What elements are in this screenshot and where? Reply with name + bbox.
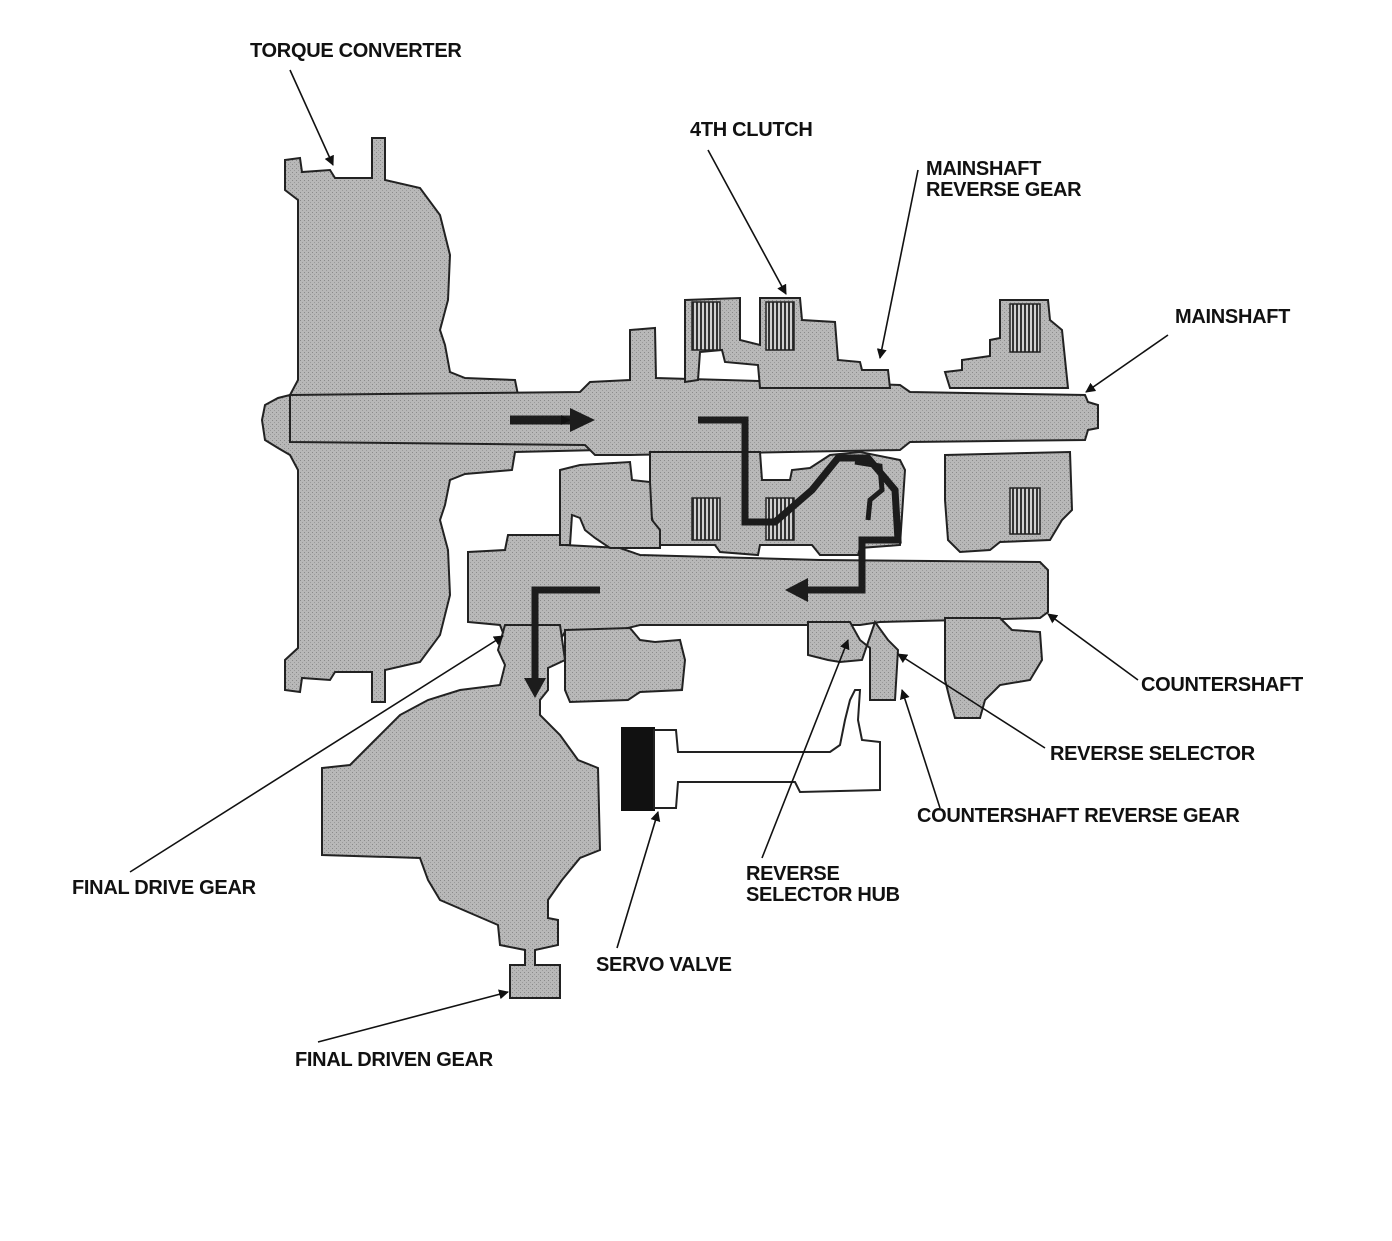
- label-reverse-selector-hub-line2: SELECTOR HUB: [746, 884, 900, 906]
- label-reverse-selector: REVERSE SELECTOR: [1050, 743, 1255, 765]
- label-mainshaft-reverse-gear-line1: MAINSHAFT: [926, 158, 1042, 180]
- label-final-driven-gear: FINAL DRIVEN GEAR: [295, 1049, 493, 1071]
- label-countershaft-reverse-gear: COUNTERSHAFT REVERSE GEAR: [917, 805, 1240, 827]
- label-final-drive-gear: FINAL DRIVE GEAR: [72, 877, 256, 899]
- label-countershaft: COUNTERSHAFT: [1141, 674, 1303, 696]
- leader-mainshaft-reverse-gear: [876, 169, 919, 359]
- leader-mainshaft: [1085, 334, 1169, 393]
- label-4th-clutch: 4TH CLUTCH: [690, 119, 813, 141]
- label-mainshaft-reverse-gear: MAINSHAFT REVERSE GEAR: [926, 158, 1082, 201]
- servo-valve: [621, 689, 881, 811]
- leader-final-drive-gear: [129, 635, 504, 873]
- label-reverse-selector-hub-line1: REVERSE: [746, 863, 840, 885]
- power-flow-path: [510, 415, 902, 682]
- leader-reverse-selector-hub: [761, 639, 850, 859]
- differential-final-driven: [321, 624, 602, 999]
- leader-countershaft: [1047, 613, 1139, 681]
- label-mainshaft-reverse-gear-line2: REVERSE GEAR: [926, 179, 1082, 201]
- leader-4th-clutch: [707, 149, 787, 295]
- power-flow-arrowheads: [524, 408, 808, 698]
- countershaft-assembly: [467, 460, 1049, 719]
- label-servo-valve: SERVO VALVE: [596, 954, 732, 976]
- leader-servo-valve: [616, 811, 661, 949]
- label-torque-converter: TORQUE CONVERTER: [250, 40, 462, 62]
- leader-torque-converter: [289, 69, 334, 166]
- leader-countershaft-reverse-gear: [899, 689, 941, 809]
- label-mainshaft: MAINSHAFT: [1175, 306, 1291, 328]
- leader-lines: [129, 69, 1169, 1043]
- label-reverse-selector-hub: REVERSE SELECTOR HUB: [746, 864, 900, 906]
- leader-final-driven-gear: [317, 989, 509, 1043]
- leader-reverse-selector: [897, 653, 1046, 749]
